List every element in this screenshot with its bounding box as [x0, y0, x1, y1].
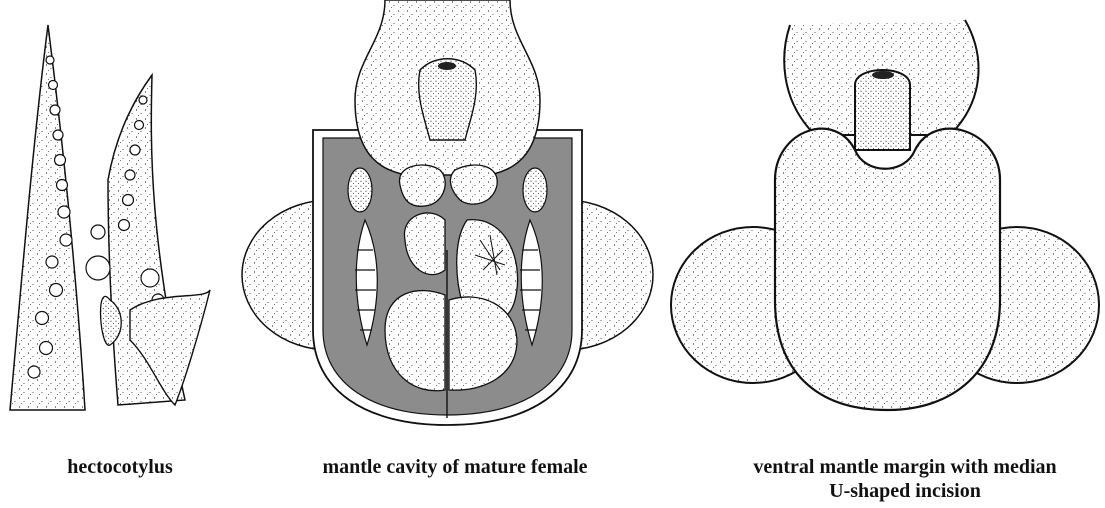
- funnel: [855, 70, 910, 150]
- head-funnel: [355, 0, 540, 175]
- mantle-cavity-figure: [235, 0, 660, 430]
- caption-hectocotylus: hectocotylus: [20, 455, 220, 479]
- ventral-mantle-figure: [665, 0, 1105, 430]
- mantle: [775, 129, 1000, 410]
- caption-mantle-cavity: mantle cavity of mature female: [260, 455, 650, 479]
- caption-ventral-mantle-line1: ventral mantle margin with median: [705, 455, 1105, 479]
- hectocotylus-figure: [0, 0, 250, 430]
- caption-ventral-mantle-line2: U-shaped incision: [705, 479, 1105, 503]
